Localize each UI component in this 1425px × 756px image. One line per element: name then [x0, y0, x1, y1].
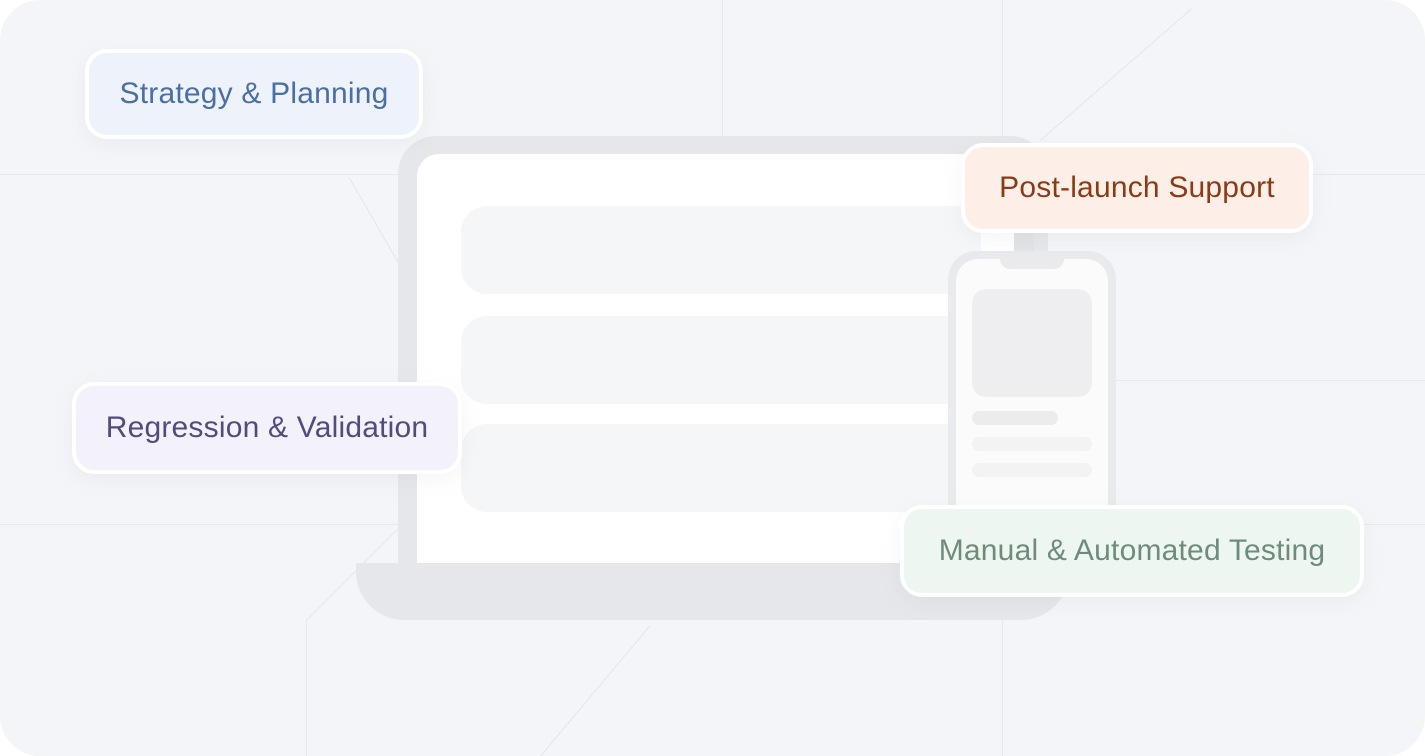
laptop-screen [417, 154, 1029, 564]
regression-validation-text: Regression & Validation [105, 411, 429, 444]
laptop-content-row-3 [461, 424, 981, 512]
phone-title-bar [972, 411, 1058, 425]
manual-automated-testing-label: Manual & Automated Testing [900, 505, 1364, 597]
phone-text-bar-2 [972, 463, 1092, 477]
regression-validation-label: Regression & Validation [72, 382, 462, 474]
phone-frame [948, 251, 1116, 521]
strategy-planning-label: Strategy & Planning [85, 49, 423, 139]
post-launch-support-text: Post-launch Support [999, 171, 1275, 204]
strategy-planning-text: Strategy & Planning [119, 77, 389, 110]
grid-line-h3 [1110, 380, 1425, 381]
phone-text-bar-1 [972, 437, 1092, 451]
laptop-content-row-1 [461, 206, 981, 294]
grid-line-v1 [722, 0, 723, 140]
phone-image-placeholder [972, 289, 1092, 397]
diagonal-line-2 [349, 178, 400, 266]
phone-notch [1000, 259, 1064, 269]
diagonal-line-4 [540, 625, 651, 756]
diagonal-line-1 [1040, 8, 1192, 141]
post-launch-support-label: Post-launch Support [961, 143, 1313, 233]
grid-line-v3 [306, 620, 307, 756]
phone-screen [956, 259, 1108, 521]
manual-automated-testing-text: Manual & Automated Testing [938, 534, 1326, 567]
laptop-content-row-2 [461, 316, 981, 404]
